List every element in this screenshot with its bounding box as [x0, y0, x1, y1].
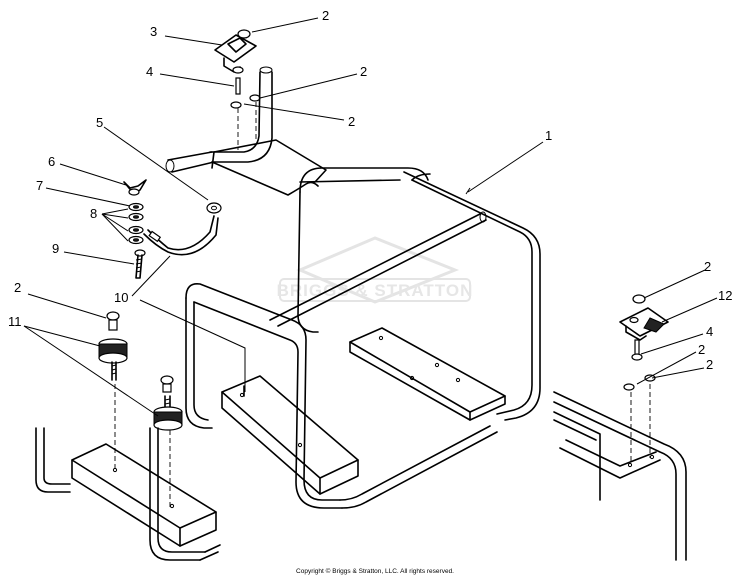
callout-2-right-top: 2 [704, 259, 711, 274]
hex-nut-icon [632, 294, 646, 304]
screw-icon [135, 254, 143, 279]
washer-icon [232, 66, 244, 74]
bolt-icon [235, 77, 241, 95]
callout-2-right-mid: 2 [698, 342, 705, 357]
callout-2-mid: 2 [348, 114, 355, 129]
watermark-logo: BRIGGS & STRATTON [277, 236, 474, 304]
copyright-notice: Copyright © Briggs & Stratton, LLC. All … [296, 568, 454, 575]
callout-12: 12 [718, 288, 732, 303]
callout-2-left: 2 [14, 280, 21, 295]
bottom-left-base-detail [35, 427, 221, 561]
callout-5: 5 [96, 115, 103, 130]
callout-3: 3 [150, 24, 157, 39]
callout-11: 11 [8, 314, 22, 329]
upper-bracket-detail [165, 29, 327, 196]
right-bracket-detail [619, 294, 669, 462]
leader-lines [23, 17, 718, 417]
ground-strap-hardware [123, 179, 222, 279]
callout-2-upper: 2 [360, 64, 367, 79]
callout-4-right: 4 [706, 324, 713, 339]
callout-numbers: 1 2 2 2 2 2 2 2 3 4 4 5 6 7 8 9 10 11 12 [8, 8, 732, 372]
callout-1: 1 [545, 128, 552, 143]
callout-4-left: 4 [146, 64, 153, 79]
hex-nut-icon [237, 29, 251, 39]
callout-8: 8 [90, 206, 97, 221]
callout-10: 10 [114, 290, 128, 305]
callout-6: 6 [48, 154, 55, 169]
callout-7: 7 [36, 178, 43, 193]
vibration-mounts [98, 311, 183, 508]
watermark-text: BRIGGS & STRATTON [277, 281, 474, 300]
main-frame [185, 167, 541, 509]
callout-2-right-low: 2 [706, 357, 713, 372]
callout-2-top: 2 [322, 8, 329, 23]
callout-9: 9 [52, 241, 59, 256]
right-frame-section [553, 391, 687, 561]
hex-nut-icon [106, 311, 120, 321]
